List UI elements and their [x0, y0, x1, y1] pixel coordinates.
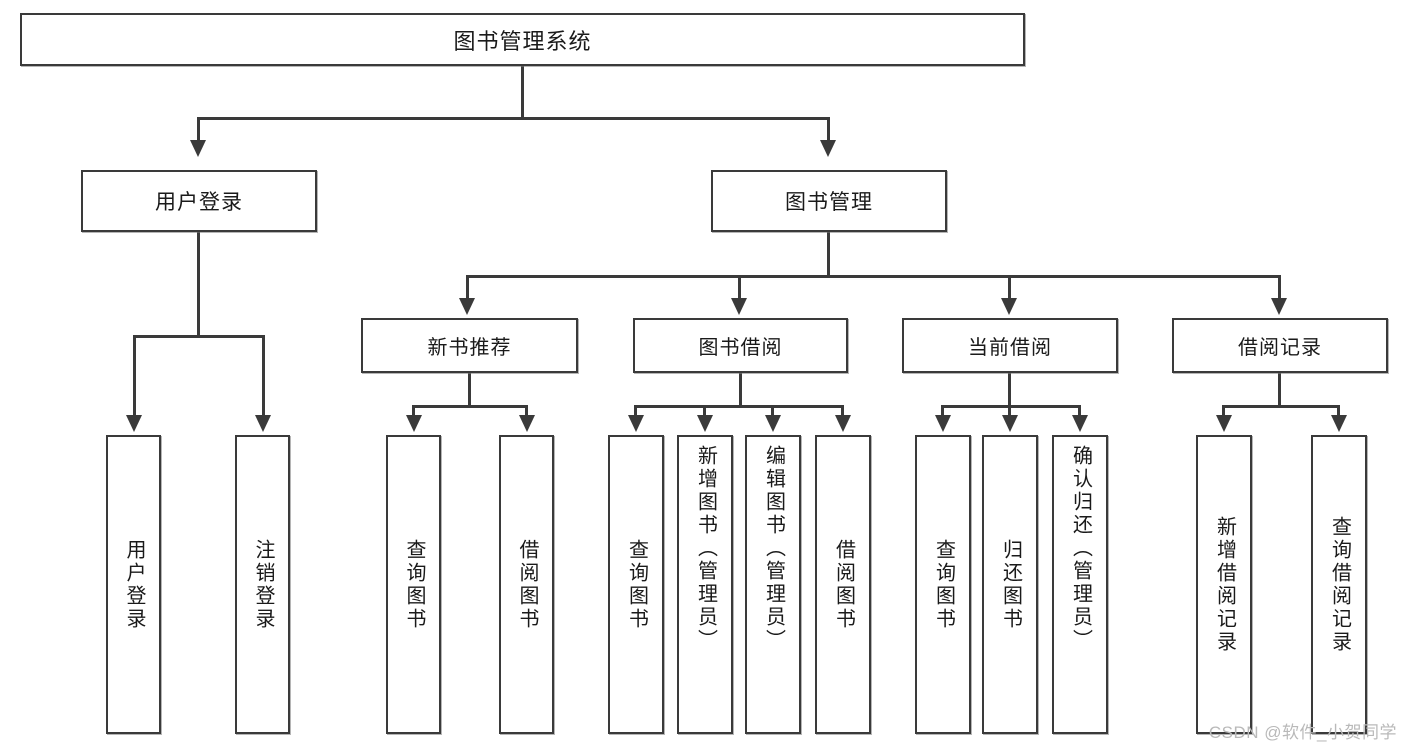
- leaf-user-login-1[interactable]: 用户登录: [106, 435, 161, 734]
- node-book-management[interactable]: 图书管理: [711, 170, 947, 232]
- leaf-book-borrow-3[interactable]: 编辑图书（管理员）: [745, 435, 801, 734]
- leaf-label: 借阅图书: [832, 538, 855, 631]
- leaf-label: 查询图书: [625, 538, 648, 631]
- leaf-current-borrow-3[interactable]: 确认归还（管理员）: [1052, 435, 1108, 734]
- leaf-label: 编辑图书（管理员）: [762, 445, 785, 652]
- connector-bm-to-book-borrow: [738, 275, 741, 300]
- connector-borrow-records-bar: [1222, 405, 1340, 408]
- node-label: 图书管理: [785, 191, 873, 214]
- connector-bb-leaf-3: [771, 405, 774, 417]
- leaf-book-borrow-4[interactable]: 借阅图书: [815, 435, 871, 734]
- leaf-label: 新增借阅记录: [1213, 515, 1236, 654]
- connector-cb-leaf-1: [941, 405, 944, 417]
- node-root-book-management-system[interactable]: 图书管理系统: [20, 13, 1025, 66]
- leaf-label: 查询图书: [932, 538, 955, 631]
- connector-user-login-right: [262, 335, 265, 417]
- arrowhead-current-borrow-leaf-1: [935, 415, 951, 432]
- connector-cb-leaf-2: [1008, 405, 1011, 417]
- node-new-book-recommend[interactable]: 新书推荐: [361, 318, 578, 373]
- node-label: 当前借阅: [968, 337, 1052, 359]
- node-label: 借阅记录: [1238, 337, 1322, 359]
- node-borrow-records[interactable]: 借阅记录: [1172, 318, 1388, 373]
- connector-root-bar: [197, 117, 829, 120]
- leaf-label: 借阅图书: [516, 538, 538, 631]
- arrowhead-to-borrow-records: [1271, 298, 1287, 315]
- arrowhead-to-user-login: [190, 140, 206, 157]
- leaf-label: 查询图书: [403, 538, 425, 631]
- connector-bm-to-current-borrow: [1008, 275, 1011, 300]
- connector-br-leaf-1: [1222, 405, 1225, 417]
- connector-user-login-bar: [133, 335, 265, 338]
- connector-borrow-records-stem: [1278, 373, 1281, 407]
- leaf-label: 归还图书: [999, 538, 1022, 631]
- leaf-new-book-recommend-2[interactable]: 借阅图书: [499, 435, 554, 734]
- leaf-current-borrow-1[interactable]: 查询图书: [915, 435, 971, 734]
- connector-user-login-left: [133, 335, 136, 417]
- arrowhead-book-borrow-leaf-4: [835, 415, 851, 432]
- leaf-label: 查询借阅记录: [1328, 515, 1351, 654]
- arrowhead-current-borrow-leaf-2: [1002, 415, 1018, 432]
- connector-new-book-left: [412, 405, 415, 417]
- leaf-new-book-recommend-1[interactable]: 查询图书: [386, 435, 441, 734]
- node-label: 用户登录: [155, 191, 243, 214]
- connector-bm-to-borrow-records: [1278, 275, 1281, 300]
- connector-user-login-stem: [197, 232, 200, 337]
- connector-cb-leaf-3: [1078, 405, 1081, 417]
- leaf-current-borrow-2[interactable]: 归还图书: [982, 435, 1038, 734]
- connector-bb-leaf-2: [703, 405, 706, 417]
- connector-book-borrow-bar: [634, 405, 844, 408]
- connector-root-to-book-management: [827, 117, 830, 142]
- arrowhead-book-borrow-leaf-3: [765, 415, 781, 432]
- connector-bm-to-new-book: [466, 275, 469, 300]
- connector-new-book-stem: [468, 373, 471, 407]
- arrowhead-book-borrow-leaf-1: [628, 415, 644, 432]
- arrowhead-current-borrow-leaf-3: [1072, 415, 1088, 432]
- arrowhead-to-current-borrow: [1001, 298, 1017, 315]
- node-user-login[interactable]: 用户登录: [81, 170, 317, 232]
- arrowhead-borrow-records-leaf-2: [1331, 415, 1347, 432]
- leaf-label: 确认归还（管理员）: [1069, 445, 1092, 652]
- arrowhead-book-borrow-leaf-2: [697, 415, 713, 432]
- arrowhead-new-book-leaf-1: [406, 415, 422, 432]
- arrowhead-borrow-records-leaf-1: [1216, 415, 1232, 432]
- leaf-book-borrow-1[interactable]: 查询图书: [608, 435, 664, 734]
- connector-root-to-user-login: [197, 117, 200, 142]
- connector-current-borrow-bar: [941, 405, 1081, 408]
- connector-current-borrow-stem: [1008, 373, 1011, 407]
- leaf-label: 用户登录: [123, 538, 145, 631]
- connector-new-book-bar: [412, 405, 528, 408]
- connector-root-stem: [521, 66, 524, 119]
- node-label: 图书管理系统: [453, 28, 592, 54]
- arrowhead-to-book-borrow: [731, 298, 747, 315]
- connector-book-borrow-stem: [739, 373, 742, 407]
- connector-bb-leaf-4: [841, 405, 844, 417]
- connector-br-leaf-2: [1337, 405, 1340, 417]
- leaf-user-login-2[interactable]: 注销登录: [235, 435, 290, 734]
- arrowhead-user-login-leaf-1: [126, 415, 142, 432]
- leaf-borrow-records-1[interactable]: 新增借阅记录: [1196, 435, 1252, 734]
- leaf-label: 注销登录: [252, 538, 274, 631]
- node-label: 图书借阅: [698, 337, 783, 359]
- connector-bb-leaf-1: [634, 405, 637, 417]
- node-current-borrow[interactable]: 当前借阅: [902, 318, 1118, 373]
- arrowhead-to-new-book-recommend: [459, 298, 475, 315]
- leaf-borrow-records-2[interactable]: 查询借阅记录: [1311, 435, 1367, 734]
- connector-new-book-right: [525, 405, 528, 417]
- leaf-book-borrow-2[interactable]: 新增图书（管理员）: [677, 435, 733, 734]
- node-book-borrow[interactable]: 图书借阅: [633, 318, 848, 373]
- arrowhead-new-book-leaf-2: [519, 415, 535, 432]
- connector-book-management-bar: [466, 275, 1281, 278]
- arrowhead-user-login-leaf-2: [255, 415, 271, 432]
- arrowhead-to-book-management: [820, 140, 836, 157]
- node-label: 新书推荐: [427, 337, 512, 359]
- leaf-label: 新增图书（管理员）: [694, 445, 717, 652]
- connector-book-management-stem: [827, 232, 830, 277]
